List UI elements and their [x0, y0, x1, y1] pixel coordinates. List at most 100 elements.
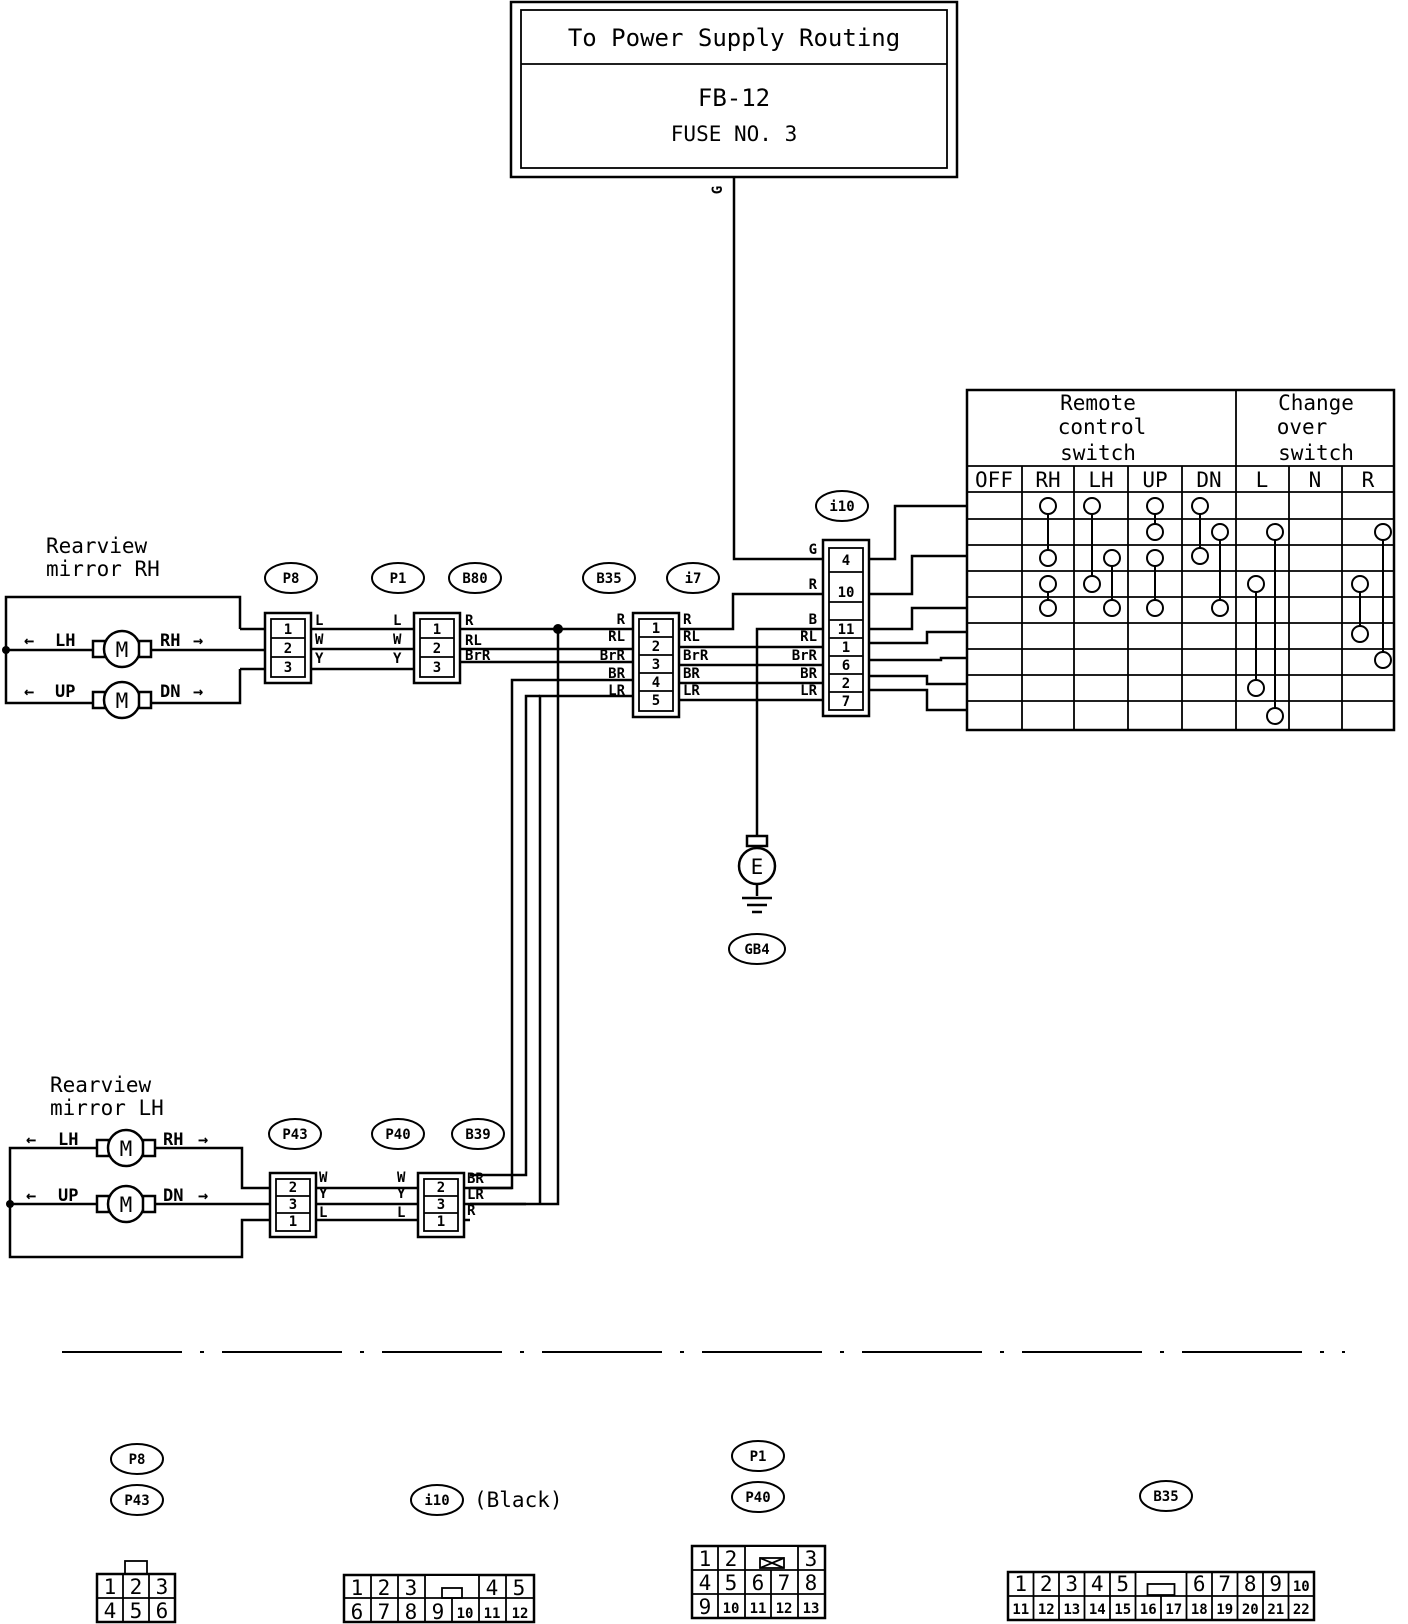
badge-p43: P43	[282, 1127, 307, 1143]
b80-pin: 3	[433, 660, 441, 676]
mirror-lh: Rearview mirror LH M LH RH ← → M UP DN ←…	[6, 1073, 270, 1259]
face-pin: 3	[1065, 1572, 1078, 1596]
badge-b35: B35	[596, 571, 621, 587]
i10-pin: 1	[842, 640, 850, 656]
power-box-title: To Power Supply Routing	[568, 24, 900, 52]
wire-label: R	[465, 613, 474, 629]
wire-label: G	[809, 542, 817, 558]
wire-label: RL	[683, 629, 700, 645]
power-box-fuse: FUSE NO. 3	[671, 122, 797, 146]
p8-pin: 3	[284, 660, 292, 676]
b39-pin: 1	[437, 1214, 445, 1230]
face-pin: 20	[1242, 1602, 1259, 1618]
wire-label: W	[393, 632, 402, 648]
face-label-p1: P1	[750, 1449, 767, 1465]
mirror-lh-up-label: UP	[58, 1186, 78, 1206]
connector-p8: 1 2 3	[263, 611, 313, 685]
col-dn: DN	[1196, 468, 1221, 492]
svg-text:←: ←	[26, 1186, 36, 1206]
wires-p8-b80: L W Y L W Y	[240, 613, 414, 671]
face-pin: 4	[699, 1571, 712, 1595]
wire-label: B	[809, 612, 817, 628]
power-wire-color: G	[710, 186, 726, 194]
change-title-3: switch	[1278, 441, 1354, 465]
svg-text:M: M	[120, 1193, 133, 1217]
face-pin: 10	[1293, 1579, 1310, 1595]
face-pin: 14	[1089, 1602, 1106, 1618]
connector-b80: 1 2 3	[412, 611, 462, 685]
face-pin: 12	[512, 1606, 529, 1622]
b35-pin: 2	[652, 639, 660, 655]
svg-text:←: ←	[26, 1130, 36, 1150]
switch-contacts	[1039, 497, 1392, 725]
face-pin: 5	[725, 1571, 738, 1595]
face-pin: 6	[156, 1599, 169, 1623]
face-pin: 2	[1040, 1572, 1053, 1596]
mirror-lh-lh-label: LH	[58, 1130, 78, 1150]
face-pin: 13	[803, 1601, 820, 1617]
svg-text:M: M	[116, 689, 129, 713]
face-p8: 1 2 3 4 5 6	[95, 1560, 177, 1624]
face-pin: 6	[752, 1571, 765, 1595]
wire-label: Y	[319, 1186, 328, 1202]
face-pin: 17	[1165, 1602, 1182, 1618]
svg-text:←: ←	[24, 682, 34, 702]
col-r: R	[1362, 468, 1375, 492]
wire-label: L	[315, 613, 323, 629]
remote-title-1: Remote	[1060, 391, 1136, 415]
wire-label: BrR	[683, 648, 709, 664]
connector-faces: P8 P43 1 2 3 4 5 6 i10 (Black)	[95, 1440, 1316, 1624]
i10-pin: 2	[842, 676, 850, 692]
face-pin: 7	[778, 1571, 791, 1595]
badge-b80: B80	[462, 571, 487, 587]
face-label-black: (Black)	[474, 1488, 563, 1512]
face-label-p40: P40	[745, 1490, 770, 1506]
mirror-lh-rh-label: RH	[163, 1130, 183, 1150]
face-pin: 18	[1191, 1602, 1208, 1618]
face-pin: 12	[1038, 1602, 1055, 1618]
wire-label: BrR	[600, 648, 626, 664]
face-pin: 2	[725, 1547, 738, 1571]
face-pin: 1	[351, 1576, 364, 1600]
mirror-lh-motor-lr: M LH RH ← →	[26, 1128, 208, 1168]
p8-pin: 1	[284, 622, 292, 638]
wires-p43-b39: W Y L W Y L	[316, 1170, 418, 1222]
mirror-rh-up-label: UP	[55, 682, 75, 702]
mirror-rh-title-1: Rearview	[46, 534, 148, 558]
badge-i10: i10	[829, 499, 854, 515]
p43-pin: 3	[289, 1197, 297, 1213]
i10-pin: 10	[838, 585, 855, 601]
wire-label: R	[617, 612, 626, 628]
face-pin: 11	[750, 1601, 767, 1617]
mirror-rh-dn-label: DN	[160, 682, 180, 702]
face-pin: 8	[1244, 1572, 1257, 1596]
face-pin: 3	[405, 1576, 418, 1600]
face-pin: 3	[805, 1547, 818, 1571]
connector-badges-lower: P43 P40 B39	[268, 1118, 505, 1150]
mirror-lh-dn-label: DN	[163, 1186, 183, 1206]
wire-label: BrR	[465, 648, 491, 664]
svg-text:M: M	[116, 638, 129, 662]
wire-g-power	[732, 177, 823, 561]
ground-gb4: E GB4	[728, 834, 786, 965]
wire-label: Y	[393, 651, 402, 667]
face-pin: 10	[723, 1601, 740, 1617]
face-label-i10: i10	[424, 1493, 449, 1509]
wire-label: RL	[465, 633, 482, 649]
face-pin: 22	[1293, 1602, 1310, 1618]
svg-text:M: M	[120, 1137, 133, 1161]
face-pin: 11	[484, 1606, 501, 1622]
wire-label: L	[397, 1205, 405, 1221]
wire-label: RL	[800, 629, 817, 645]
badge-gb4: GB4	[744, 942, 769, 958]
wire-label: BrR	[792, 648, 818, 664]
wire-label: L	[319, 1205, 327, 1221]
mirror-lh-title-1: Rearview	[50, 1073, 152, 1097]
face-p1: 1 2 3 4 5 6 7 8 9 10 11 12 13	[690, 1544, 827, 1620]
wire-label: L	[393, 613, 401, 629]
wire-label: BR	[608, 666, 625, 682]
p43-pin: 2	[289, 1180, 297, 1196]
mirror-rh-lh-label: LH	[55, 631, 75, 651]
face-pin: 16	[1140, 1602, 1157, 1618]
connector-p43: 2 3 1	[268, 1171, 318, 1239]
